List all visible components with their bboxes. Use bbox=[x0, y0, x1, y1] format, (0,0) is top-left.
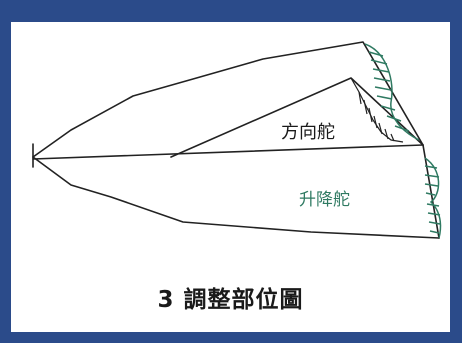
figure-caption: 3 調整部位圖 bbox=[157, 287, 304, 313]
elevator-edge bbox=[422, 144, 440, 239]
rudder-tab-hatching bbox=[364, 43, 420, 141]
lower-wing-outline bbox=[32, 156, 440, 239]
figure-panel: 方向舵 升降舵 3 調整部位圖 bbox=[11, 22, 450, 332]
center-fold-line bbox=[32, 144, 424, 160]
paper-airplane-diagram bbox=[32, 41, 442, 239]
rudder-hatching bbox=[350, 77, 404, 143]
elevator-tab-hatching bbox=[424, 157, 442, 239]
rudder-label: 方向舵 bbox=[281, 122, 335, 143]
upper-wing-outline bbox=[32, 41, 424, 158]
top-bar bbox=[0, 0, 462, 22]
elevator-label: 升降舵 bbox=[299, 190, 350, 210]
